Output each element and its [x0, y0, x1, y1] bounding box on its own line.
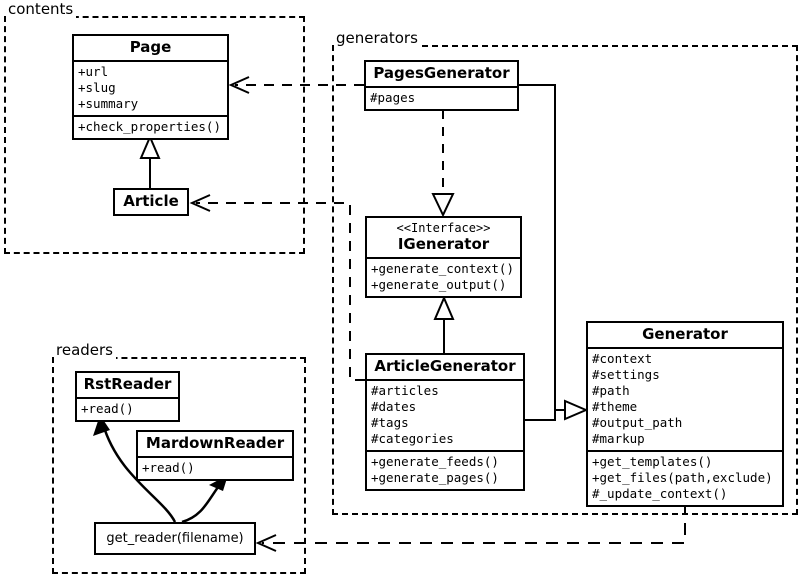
attribute: +slug [78, 80, 116, 95]
class-name-igenerator: IGenerator [397, 235, 490, 253]
operation: +get_files(path,exclude) [592, 470, 773, 485]
class-attributes-page: +url +slug +summary [74, 60, 227, 115]
function-label-get-reader: get_reader(filename) [106, 531, 244, 546]
class-name-article: Article [123, 192, 179, 210]
class-page[interactable]: Page +url +slug +summary +check_properti… [72, 34, 229, 140]
class-name-page: Page [129, 38, 172, 56]
attribute: #theme [592, 399, 638, 414]
attribute: +summary [78, 96, 139, 111]
operation: +generate_pages() [371, 470, 499, 485]
package-generators [332, 45, 798, 515]
class-operations-generator: +get_templates() +get_files(path,exclude… [588, 450, 782, 505]
attribute: #categories [371, 431, 454, 446]
function-get-reader[interactable]: get_reader(filename) [94, 522, 256, 555]
attribute: #tags [371, 415, 409, 430]
operation: +generate_output() [371, 277, 507, 292]
class-name-rstreader: RstReader [83, 375, 172, 393]
class-name-articlegenerator: ArticleGenerator [374, 357, 516, 375]
attribute: #path [592, 383, 630, 398]
operation: +check_properties() [78, 119, 221, 134]
attribute: #settings [592, 367, 660, 382]
operation: +generate_context() [371, 261, 514, 276]
attribute: #pages [370, 90, 416, 105]
class-name-generator: Generator [642, 325, 728, 343]
class-name-pagesgenerator: PagesGenerator [373, 64, 510, 82]
package-label-readers: readers [54, 341, 116, 359]
class-attributes-pagesgenerator: #pages [366, 86, 517, 109]
operation: #_update_context() [592, 486, 728, 501]
attribute: #markup [592, 431, 645, 446]
class-stereotype-igenerator: <<Interface>> [396, 221, 491, 235]
class-operations-articlegenerator: +generate_feeds() +generate_pages() [367, 450, 523, 489]
package-readers [52, 357, 306, 574]
class-operations-page: +check_properties() [74, 115, 227, 138]
class-operations-rstreader: +read() [77, 397, 178, 420]
class-attributes-generator: #context #settings #path #theme #output_… [588, 347, 782, 450]
class-mardownreader[interactable]: MardownReader +read() [136, 430, 294, 481]
class-attributes-articlegenerator: #articles #dates #tags #categories [367, 379, 523, 450]
operation: +generate_feeds() [371, 454, 499, 469]
class-article[interactable]: Article [113, 188, 189, 216]
class-igenerator[interactable]: <<Interface>> IGenerator +generate_conte… [365, 216, 522, 298]
class-generator[interactable]: Generator #context #settings #path #them… [586, 321, 784, 507]
operation: +read() [81, 401, 134, 416]
attribute: #output_path [592, 415, 683, 430]
package-label-generators: generators [334, 29, 421, 47]
class-rstreader[interactable]: RstReader +read() [75, 371, 180, 422]
attribute: +url [78, 64, 109, 79]
package-contents [4, 16, 305, 254]
attribute: #articles [371, 383, 439, 398]
class-pagesgenerator[interactable]: PagesGenerator #pages [364, 60, 519, 111]
class-articlegenerator[interactable]: ArticleGenerator #articles #dates #tags … [365, 353, 525, 491]
class-operations-igenerator: +generate_context() +generate_output() [367, 257, 520, 296]
attribute: #dates [371, 399, 417, 414]
operation: +get_templates() [592, 454, 713, 469]
class-operations-mardownreader: +read() [138, 456, 292, 479]
class-name-mardownreader: MardownReader [145, 434, 285, 452]
operation: +read() [142, 460, 195, 475]
package-label-contents: contents [6, 0, 77, 18]
attribute: #context [592, 351, 653, 366]
